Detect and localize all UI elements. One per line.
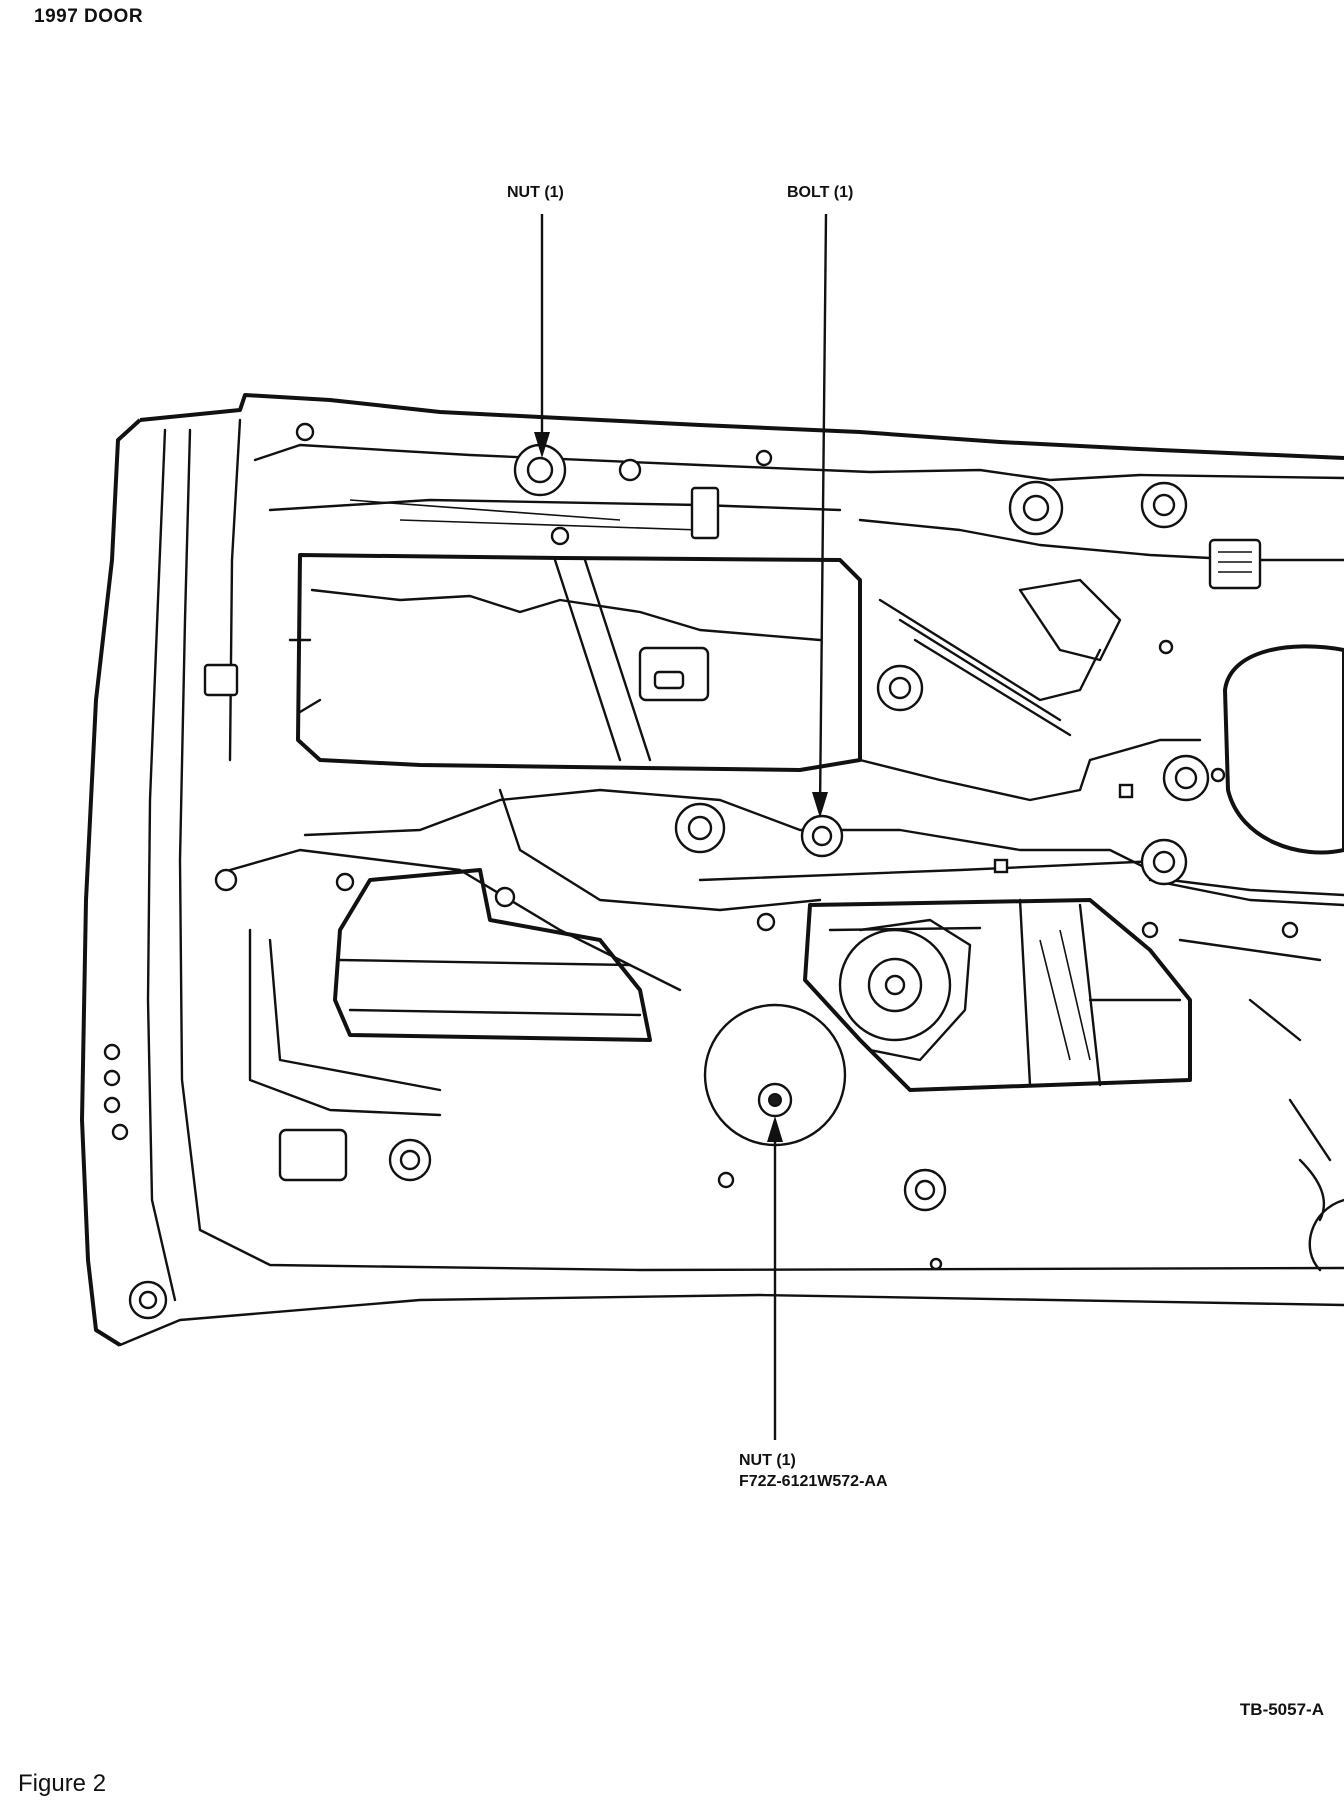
callout-nut-bottom-part-number: F72Z-6121W572-AA (739, 1473, 888, 1490)
nut-bottom-arrowhead (767, 1116, 783, 1142)
nut-top-arrowhead (534, 432, 550, 458)
callout-nut-top: NUT (1) (507, 182, 564, 203)
figure-caption: Figure 2 (18, 1770, 107, 1797)
lower-left-opening (228, 848, 682, 1182)
callout-bolt-label: BOLT (1) (787, 184, 854, 201)
upper-opening (288, 553, 862, 772)
callout-bolt: BOLT (1) (787, 182, 853, 203)
illustration-code: TB-5057-A (1239, 1700, 1324, 1719)
callout-nut-bottom-label: NUT (1) (739, 1452, 796, 1469)
door-outer-shell (80, 393, 1344, 1347)
right-panel-structure (858, 518, 1344, 1272)
bolt-leader (818, 213, 828, 809)
callout-nut-bottom: NUT (1) F72Z-6121W572-AA (739, 1450, 888, 1492)
mid-rail (303, 788, 1344, 912)
callout-nut-top-label: NUT (1) (507, 184, 564, 201)
bolt-arrowhead (812, 792, 828, 818)
diagram-header-title: 1997 DOOR (34, 6, 144, 27)
callout-arrows (534, 213, 828, 1440)
regulator-motor-opening (803, 898, 1192, 1092)
